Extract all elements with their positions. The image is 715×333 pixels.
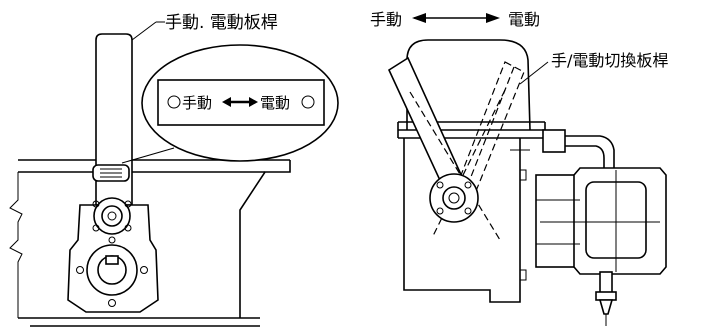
plate-screw-right-icon xyxy=(301,95,315,109)
callout-oval: 手動 電動 xyxy=(121,44,339,164)
direction-manual-text: 手動 xyxy=(370,10,402,29)
lever-pivot-hub xyxy=(429,173,479,223)
double-arrow-icon xyxy=(222,97,258,107)
plate-electric-text: 電動 xyxy=(260,94,290,112)
plate-manual-text: 手動 xyxy=(182,94,212,112)
right-view: 手動 電動 xyxy=(370,10,668,326)
switch-lever-label: 手/電動切換板桿 xyxy=(551,51,668,70)
hub-assembly xyxy=(67,197,159,313)
lever-label: 手動. 電動板桿 xyxy=(165,13,278,33)
left-view: 手動 電動 手動. 電動板桿 xyxy=(9,13,339,327)
direction-arrow-icon xyxy=(412,13,500,23)
motor-assembly xyxy=(535,129,667,326)
plate-screw-left-icon xyxy=(167,95,181,109)
manual-electric-lever xyxy=(92,33,133,206)
gearbox-housing xyxy=(397,39,546,303)
switch-lever-electric-position xyxy=(455,61,525,197)
direction-electric-text: 電動 xyxy=(508,10,540,29)
